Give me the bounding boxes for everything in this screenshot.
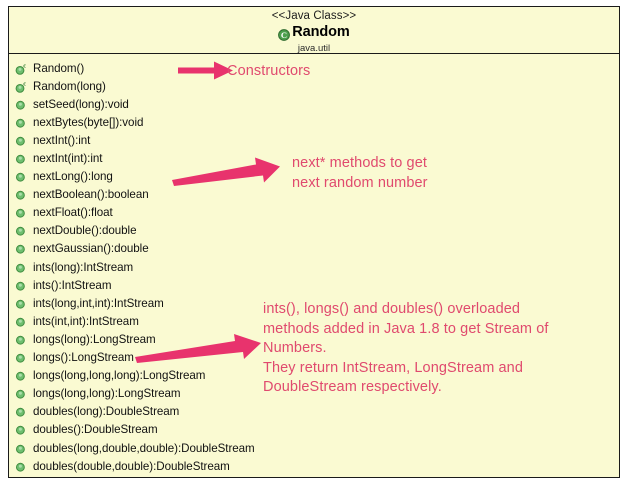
member-row[interactable]: nextFloat():float	[15, 204, 619, 222]
method-icon	[15, 405, 28, 418]
member-label: ints(long):IntStream	[33, 260, 134, 274]
member-row[interactable]: c Random()	[15, 59, 619, 77]
member-row[interactable]: c Random(long)	[15, 77, 619, 95]
member-label: ints(int,int):IntStream	[33, 314, 139, 328]
method-icon	[15, 98, 28, 111]
member-label: nextBoolean():boolean	[33, 188, 149, 202]
member-row[interactable]: longs(long):LongStream	[15, 330, 619, 348]
member-row[interactable]: longs(long,long):LongStream	[15, 385, 619, 403]
member-row[interactable]: ints(long):IntStream	[15, 258, 619, 276]
member-row[interactable]: nextInt(int):int	[15, 149, 619, 167]
method-icon	[15, 297, 28, 310]
constructor-icon: c	[15, 62, 28, 75]
member-row[interactable]: doubles():DoubleStream	[15, 421, 619, 439]
method-icon	[15, 315, 28, 328]
member-row[interactable]: longs(long,long,long):LongStream	[15, 367, 619, 385]
class-header: <<Java Class>> C Random java.util	[9, 7, 619, 54]
member-label: longs(long):LongStream	[33, 332, 156, 346]
method-icon	[15, 116, 28, 129]
member-label: doubles(long,double,double):DoubleStream	[33, 441, 255, 455]
java-class-icon: C	[278, 28, 291, 41]
method-icon	[15, 242, 28, 255]
member-row[interactable]: ints(int,int):IntStream	[15, 312, 619, 330]
member-label: doubles(double,double):DoubleStream	[33, 459, 230, 473]
member-label: nextBytes(byte[]):void	[33, 115, 144, 129]
member-row[interactable]: setSeed(long):void	[15, 95, 619, 113]
member-row[interactable]: doubles(long):DoubleStream	[15, 403, 619, 421]
member-label: nextFloat():float	[33, 206, 113, 220]
member-label: ints(long,int,int):IntStream	[33, 296, 164, 310]
member-label: longs():LongStream	[33, 351, 134, 365]
class-title-row: C Random	[9, 24, 619, 41]
method-icon	[15, 369, 28, 382]
member-label: Random()	[33, 61, 85, 75]
member-row[interactable]: nextInt():int	[15, 131, 619, 149]
method-icon	[15, 423, 28, 436]
member-row[interactable]: doubles(long,double,double):DoubleStream	[15, 439, 619, 457]
member-label: ints():IntStream	[33, 278, 112, 292]
annotation-stream-methods: ints(), longs() and doubles() overloaded…	[263, 301, 549, 395]
member-row[interactable]: nextBoolean():boolean	[15, 186, 619, 204]
annotation-constructors: Constructors	[227, 63, 311, 79]
arrow-to-constructors-icon	[178, 61, 233, 80]
member-row[interactable]: ints(long,int,int):IntStream	[15, 294, 619, 312]
annotation-next-methods: next* methods to get next random number	[292, 155, 428, 191]
member-label: setSeed(long):void	[33, 97, 129, 111]
member-label: nextInt(int):int	[33, 152, 103, 166]
member-label: Random(long)	[33, 79, 106, 93]
member-row[interactable]: nextLong():long	[15, 168, 619, 186]
member-row[interactable]: longs():LongStream	[15, 349, 619, 367]
method-icon	[15, 442, 28, 455]
package-label: java.util	[297, 43, 331, 54]
method-icon	[15, 261, 28, 274]
member-label: nextDouble():double	[33, 224, 137, 238]
method-icon	[15, 188, 28, 201]
member-label: nextInt():int	[33, 133, 91, 147]
member-row[interactable]: nextBytes(byte[]):void	[15, 113, 619, 131]
member-row[interactable]: nextDouble():double	[15, 222, 619, 240]
member-label: nextLong():long	[33, 170, 113, 184]
method-icon	[15, 224, 28, 237]
member-label: doubles(long):DoubleStream	[33, 405, 180, 419]
member-row[interactable]: ints():IntStream	[15, 276, 619, 294]
member-row[interactable]: nextGaussian():double	[15, 240, 619, 258]
constructor-icon: c	[15, 80, 28, 93]
member-label: longs(long,long,long):LongStream	[33, 369, 206, 383]
method-icon	[15, 134, 28, 147]
stereotype-label: <<Java Class>>	[271, 10, 357, 22]
member-label: nextGaussian():double	[33, 242, 149, 256]
arrow-to-stream-methods-icon	[135, 334, 261, 363]
arrow-to-next-methods-icon	[172, 157, 280, 186]
member-label: longs(long,long):LongStream	[33, 387, 181, 401]
member-row[interactable]: doubles(double,double):DoubleStream	[15, 457, 619, 475]
method-icon	[15, 170, 28, 183]
method-icon	[15, 279, 28, 292]
method-icon	[15, 387, 28, 400]
method-icon	[15, 351, 28, 364]
class-name: Random	[292, 24, 350, 40]
svg-text:C: C	[281, 30, 287, 40]
method-icon	[15, 460, 28, 473]
svg-text:c: c	[23, 62, 26, 69]
method-icon	[15, 152, 28, 165]
method-icon	[15, 333, 28, 346]
member-label: doubles():DoubleStream	[33, 423, 158, 437]
method-icon	[15, 206, 28, 219]
svg-text:c: c	[23, 80, 26, 87]
